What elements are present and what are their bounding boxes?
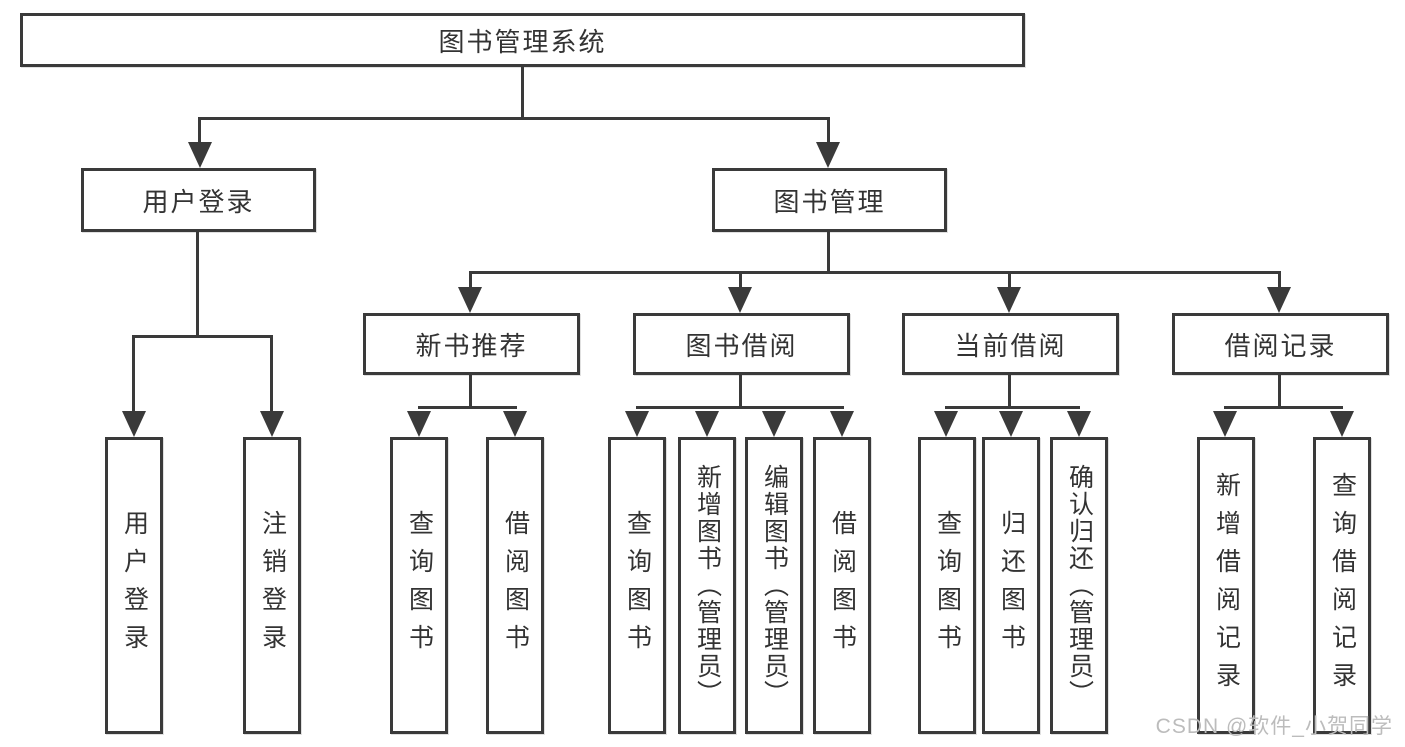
leaf-query-borrow-record: 查询借阅记录 <box>1313 437 1371 734</box>
leaf-add-books-admin: 新增图书（管理员） <box>678 437 736 734</box>
arrow-cb-confirm <box>1067 411 1091 437</box>
leaf-query-books-recommend: 查询图书 <box>390 437 448 734</box>
arrow-bb-edit <box>762 411 786 437</box>
arrow-user-login <box>188 142 212 168</box>
arrow-current <box>997 287 1021 313</box>
connector-user-login-down <box>196 232 199 338</box>
leaf-query-books-borrowing: 查询图书 <box>608 437 666 734</box>
leaf-label: 借阅图书 <box>501 509 530 662</box>
node-label: 图书管理系统 <box>438 26 607 57</box>
node-label: 借阅记录 <box>1224 330 1337 361</box>
arrow-cb-return <box>999 411 1023 437</box>
connector-new-rec-down <box>469 375 472 409</box>
leaf-return-books: 归还图书 <box>982 437 1040 734</box>
node-new-book-recommend: 新书推荐 <box>363 313 580 375</box>
connector-current-down <box>1008 375 1011 409</box>
leaf-label: 用户登录 <box>120 509 149 662</box>
csdn-watermark: CSDN @软件_小贺同学 <box>1155 715 1393 738</box>
node-book-borrowing: 图书借阅 <box>633 313 850 375</box>
node-user-login: 用户登录 <box>81 168 316 232</box>
arrow-nr-borrow <box>503 411 527 437</box>
node-library-system: 图书管理系统 <box>20 13 1025 67</box>
arrow-borrowing <box>728 287 752 313</box>
arrow-nr-query <box>407 411 431 437</box>
node-label: 新书推荐 <box>415 330 528 361</box>
leaf-confirm-return-admin: 确认归还（管理员） <box>1050 437 1108 734</box>
arrow-new-rec <box>458 287 482 313</box>
connector-stub-book-mgmt <box>827 117 830 147</box>
leaf-label: 查询图书 <box>933 509 962 662</box>
leaf-add-borrow-record: 新增借阅记录 <box>1197 437 1255 734</box>
connector-stub-logout <box>270 335 273 415</box>
arrow-book-mgmt <box>816 142 840 168</box>
connector-current-branch <box>945 406 1080 409</box>
connector-stub-user-login <box>198 117 201 147</box>
connector-stub-current <box>1008 271 1011 287</box>
leaf-label: 借阅图书 <box>828 509 857 662</box>
node-label: 图书借阅 <box>685 330 798 361</box>
leaf-edit-books-admin: 编辑图书（管理员） <box>745 437 803 734</box>
leaf-label: 归还图书 <box>997 509 1026 662</box>
arrow-logout <box>260 411 284 437</box>
node-book-management: 图书管理 <box>712 168 947 232</box>
leaf-logout: 注销登录 <box>243 437 301 734</box>
connector-root-down <box>521 67 524 118</box>
connector-borrowing-down <box>739 375 742 409</box>
connector-stub-login <box>132 335 135 415</box>
node-label: 图书管理 <box>773 186 886 217</box>
arrow-bb-query <box>625 411 649 437</box>
leaf-user-login: 用户登录 <box>105 437 163 734</box>
connector-records-branch <box>1224 406 1343 409</box>
leaf-label: 查询图书 <box>405 509 434 662</box>
leaf-query-books-current: 查询图书 <box>918 437 976 734</box>
node-label: 用户登录 <box>142 186 255 217</box>
leaf-borrow-books-recommend: 借阅图书 <box>486 437 544 734</box>
arrow-br-query <box>1330 411 1354 437</box>
arrow-records <box>1267 287 1291 313</box>
leaf-label: 编辑图书（管理员） <box>760 464 789 707</box>
connector-stub-records <box>1278 271 1281 287</box>
node-label: 当前借阅 <box>954 330 1067 361</box>
node-current-borrowing: 当前借阅 <box>902 313 1119 375</box>
connector-new-rec-branch <box>418 406 517 409</box>
arrow-br-add <box>1213 411 1237 437</box>
connector-user-login-branch <box>133 335 273 338</box>
leaf-label: 注销登录 <box>258 509 287 662</box>
connector-records-down <box>1278 375 1281 409</box>
leaf-label: 新增图书（管理员） <box>693 464 722 707</box>
connector-l3-branch <box>469 271 1281 274</box>
arrow-login <box>122 411 146 437</box>
leaf-label: 查询图书 <box>623 509 652 662</box>
arrow-bb-add <box>695 411 719 437</box>
arrow-bb-borrow <box>830 411 854 437</box>
connector-borrowing-branch <box>636 406 844 409</box>
connector-book-mgmt-down <box>827 232 830 274</box>
arrow-cb-query <box>934 411 958 437</box>
leaf-borrow-books: 借阅图书 <box>813 437 871 734</box>
connector-l2-branch <box>199 117 830 120</box>
connector-stub-borrowing <box>739 271 742 287</box>
leaf-label: 查询借阅记录 <box>1328 471 1357 700</box>
leaf-label: 新增借阅记录 <box>1212 471 1241 700</box>
connector-stub-new-rec <box>469 271 472 287</box>
leaf-label: 确认归还（管理员） <box>1065 464 1094 707</box>
node-borrowing-records: 借阅记录 <box>1172 313 1389 375</box>
